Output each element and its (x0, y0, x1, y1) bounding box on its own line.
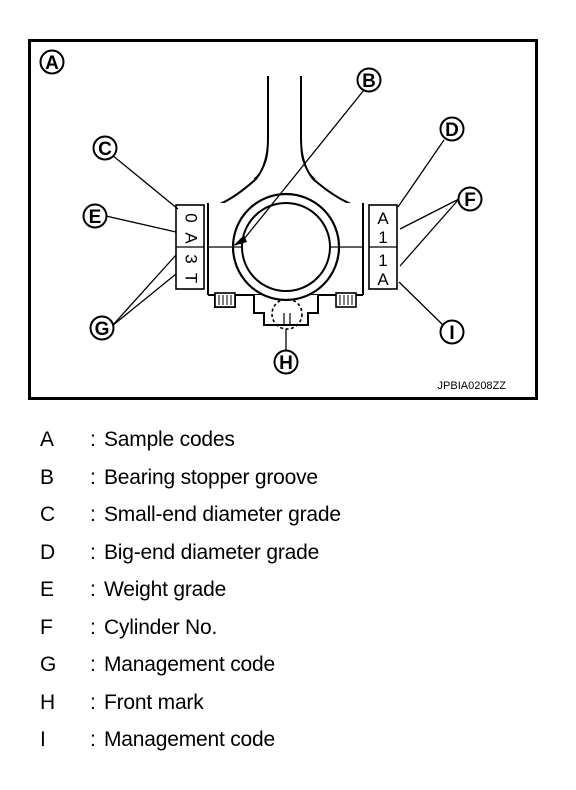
callout-f-circle (457, 186, 483, 212)
legend-row-i: I : Management code (40, 728, 540, 766)
legend-text: Cylinder No. (104, 615, 218, 639)
legend-text: Management code (104, 728, 275, 751)
callout-e: E (89, 207, 102, 228)
bolt-head-left (214, 292, 236, 308)
callout-g-circle (89, 315, 115, 341)
front-mark-highlight-circle (271, 298, 303, 330)
legend-separator: : (90, 503, 96, 526)
legend-key: A (40, 428, 54, 451)
legend-text: Front mark (104, 690, 204, 714)
legend-row-g: G : Management code (40, 653, 540, 691)
callout-d: D (445, 120, 459, 141)
legend-key: H (40, 690, 55, 714)
bolt-head-right (335, 292, 357, 308)
legend-separator: : (90, 465, 96, 489)
callout-e-circle (82, 203, 108, 229)
legend-text: Management code (104, 653, 275, 676)
legend-key: G (40, 653, 57, 676)
rod-right-edge (300, 76, 352, 255)
legend-separator: : (90, 615, 96, 639)
legend-separator: : (90, 540, 96, 564)
legend: A : Sample codes B : Bearing stopper gro… (40, 428, 540, 766)
cap-lug (253, 295, 319, 326)
legend-row-c: C : Small-end diameter grade (40, 503, 540, 541)
right-code-char-3: 1 (378, 251, 387, 270)
connecting-rod-diagram: 0 A 3 T A 1 1 A (28, 39, 538, 400)
image-code: JPBIA0208ZZ (438, 380, 507, 392)
callout-d-circle (439, 116, 465, 142)
callout-i: I (449, 323, 454, 344)
groove-arrowhead (233, 235, 247, 246)
leader-lines (105, 89, 460, 351)
legend-separator: : (90, 653, 96, 676)
legend-row-f: F : Cylinder No. (40, 616, 540, 654)
legend-separator: : (90, 728, 96, 751)
legend-separator: : (90, 690, 96, 714)
legend-key: D (40, 540, 55, 564)
rod-left-edge (219, 76, 269, 255)
left-code-char-1: 0 (182, 213, 201, 222)
diagram-canvas: 0 A 3 T A 1 1 A (28, 39, 538, 400)
legend-key: B (40, 465, 54, 489)
callout-c: C (98, 139, 112, 160)
legend-text: Bearing stopper groove (104, 465, 318, 489)
right-code-char-4: A (377, 270, 389, 289)
legend-key: F (40, 615, 53, 639)
legend-row-b: B : Bearing stopper groove (40, 466, 540, 504)
callout-h: H (279, 353, 293, 374)
legend-text: Weight grade (104, 578, 227, 601)
callout-i-circle (439, 319, 465, 345)
callout-b-circle (356, 67, 382, 93)
callout-c-circle (92, 135, 118, 161)
right-code-char-2: 1 (378, 228, 387, 247)
legend-key: C (40, 503, 55, 526)
callouts: A B C D E F G H I (39, 49, 483, 375)
left-code-chars: 0 A 3 T (182, 213, 201, 283)
legend-text: Big-end diameter grade (104, 540, 320, 564)
legend-row-h: H : Front mark (40, 691, 540, 729)
right-code-char-1: A (377, 209, 389, 228)
right-code-chars: A 1 1 A (377, 209, 389, 289)
legend-key: E (40, 578, 54, 601)
legend-row-e: E : Weight grade (40, 578, 540, 616)
callout-g: G (95, 319, 110, 340)
rod-shading-right (300, 146, 316, 180)
rod-shading-left (253, 146, 269, 180)
callout-h-circle (273, 349, 299, 375)
legend-text: Sample codes (104, 428, 235, 451)
legend-text: Small-end diameter grade (104, 503, 341, 526)
bearing-inner (241, 202, 331, 292)
legend-separator: : (90, 428, 96, 451)
legend-key: I (40, 728, 46, 751)
callout-b: B (362, 71, 376, 92)
callout-a: A (45, 53, 59, 74)
left-code-char-2: A (182, 232, 201, 244)
left-code-char-3: 3 (182, 254, 201, 263)
legend-row-a: A : Sample codes (40, 428, 540, 466)
left-code-char-4: T (182, 273, 201, 283)
callout-f: F (464, 190, 476, 211)
legend-separator: : (90, 578, 96, 601)
legend-row-d: D : Big-end diameter grade (40, 541, 540, 579)
callout-a-circle (39, 49, 65, 75)
